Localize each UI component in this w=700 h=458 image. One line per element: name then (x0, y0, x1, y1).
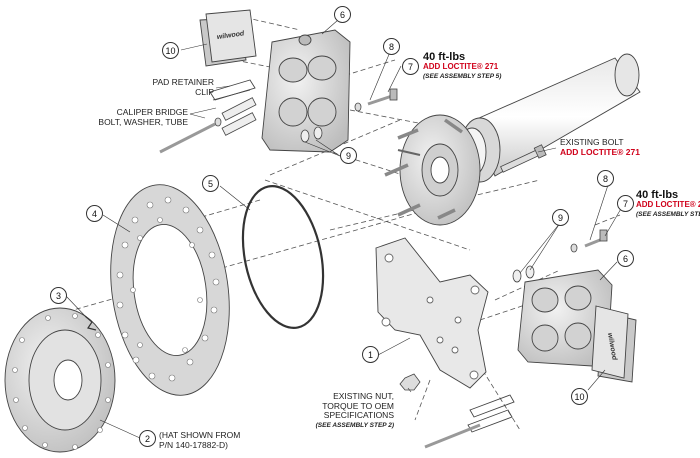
pad-logo-upper: wilwood (216, 30, 245, 41)
callout-9-upper: 9 (340, 147, 357, 164)
callout-4: 4 (86, 205, 103, 222)
caliper-bridge-hardware (159, 97, 257, 154)
existing-bolt-label: EXISTING BOLT ADD LOCTITE® 271 (560, 137, 640, 157)
torque-value-lower: 40 ft-lbs (636, 189, 679, 201)
callout-5: 5 (202, 175, 219, 192)
hat-line-1: (HAT SHOWN FROM (159, 430, 241, 440)
caliper-bridge-hardware-lower (424, 423, 481, 449)
caliper-bracket (375, 237, 489, 389)
torque-loctite-upper: ADD LOCTITE® 271 (423, 62, 499, 71)
existing-bolt-loctite: ADD LOCTITE® 271 (560, 146, 640, 157)
torque-value-upper: 40 ft-lbs (423, 51, 466, 63)
caliper-lower (517, 269, 613, 367)
o-ring (241, 185, 325, 329)
caliper-bridge-label: CALIPER BRIDGE BOLT, WASHER, TUBE (80, 107, 188, 127)
torque-spec-upper: 40 ft-lbs ADD LOCTITE® 271 (SEE ASSEMBLY… (423, 52, 501, 82)
existing-nut-line-2: TORQUE TO OEM (322, 400, 394, 411)
pad-logo-lower: wilwood (606, 332, 618, 361)
existing-nut (399, 373, 421, 391)
torque-step-lower: (SEE ASSEMBLY STEP 5) (636, 211, 700, 218)
mounting-bolt-upper (354, 88, 398, 112)
callout-10-upper: 10 (162, 42, 179, 59)
caliper-upper (261, 29, 351, 153)
hat-label: (HAT SHOWN FROM P/N 140-17882-D) (159, 430, 241, 450)
callout-7-upper: 7 (402, 58, 419, 75)
existing-nut-line-1: EXISTING NUT, (333, 391, 394, 401)
callout-3: 3 (50, 287, 67, 304)
torque-loctite-lower: ADD LOCTITE® 271 (636, 200, 700, 209)
callout-9-lower: 9 (552, 209, 569, 226)
rotor-clip (84, 315, 97, 331)
brake-pad-upper (199, 9, 257, 67)
brake-pad-lower (591, 305, 637, 383)
pad-retainer-line-2: CLIP (195, 86, 214, 97)
callout-6-lower: 6 (617, 250, 634, 267)
hat-line-2: P/N 140-17882-D) (159, 439, 228, 450)
callout-8-lower: 8 (597, 170, 614, 187)
callout-10-lower: 10 (571, 388, 588, 405)
existing-nut-line-3: SPECIFICATIONS (323, 410, 394, 420)
rotor-hat (4, 307, 116, 453)
leader-lines (65, 19, 623, 439)
torque-step-upper: (SEE ASSEMBLY STEP 5) (423, 73, 502, 80)
existing-nut-label: EXISTING NUT, TORQUE TO OEM SPECIFICATIO… (290, 391, 394, 430)
callout-6-upper: 6 (334, 6, 351, 23)
torque-spec-lower: 40 ft-lbs ADD LOCTITE® 271 (SEE ASSEMBLY… (636, 190, 700, 220)
caliper-bridge-line-2: BOLT, WASHER, TUBE (98, 116, 188, 127)
brake-rotor (110, 184, 230, 396)
existing-bolt-line-1: EXISTING BOLT (560, 137, 624, 147)
mounting-bolt-lower (570, 229, 608, 253)
callout-7-lower: 7 (617, 195, 634, 212)
existing-nut-step: (SEE ASSEMBLY STEP 2) (315, 421, 394, 429)
caliper-bridge-line-1: CALIPER BRIDGE (116, 107, 188, 117)
callout-8-upper: 8 (383, 38, 400, 55)
callout-1: 1 (362, 346, 379, 363)
pad-retainer-label: PAD RETAINER CLIP (122, 77, 214, 97)
callout-2: 2 (139, 430, 156, 447)
spacer-washers-lower (512, 265, 535, 283)
hub-flange (384, 114, 481, 226)
pad-retainer-line-1: PAD RETAINER (152, 77, 214, 87)
